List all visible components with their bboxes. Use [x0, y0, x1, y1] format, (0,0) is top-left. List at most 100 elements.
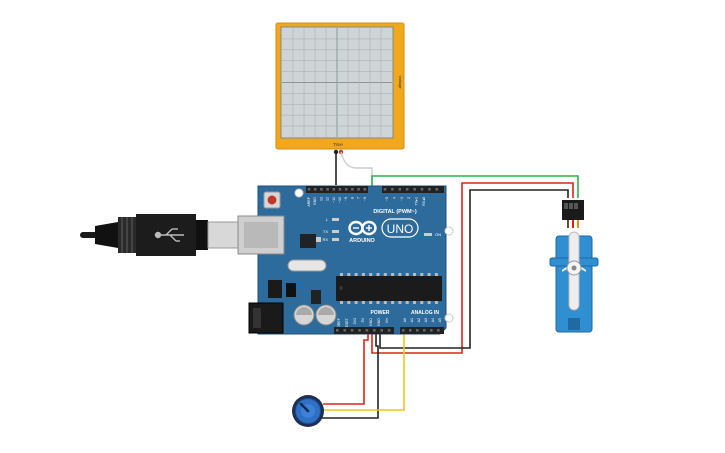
wire-red-pot-power[interactable] — [323, 333, 369, 405]
power-pin-label: RESET — [345, 317, 349, 330]
smd-component — [316, 237, 321, 242]
chip-notch — [339, 286, 343, 290]
pin-socket[interactable] — [437, 329, 440, 332]
dc-jack-slot — [253, 308, 261, 328]
servo-motor[interactable] — [549, 200, 599, 333]
pin-socket[interactable] — [313, 188, 317, 191]
pin-socket[interactable] — [373, 329, 376, 332]
reset-button-cap[interactable] — [267, 195, 277, 205]
pin-socket[interactable] — [402, 329, 405, 332]
oscilloscope[interactable]: Voltage Time — [275, 22, 405, 155]
chip-pin — [383, 273, 387, 276]
power-pin-label: GND — [377, 318, 381, 326]
chip-pin — [405, 273, 409, 276]
usb-grip-ridge — [131, 217, 133, 253]
analog-header[interactable] — [400, 327, 444, 334]
digital-pin-sockets — [307, 188, 439, 191]
chip-pin — [340, 273, 343, 276]
icsp-header[interactable] — [311, 290, 321, 304]
digital-pin-label: TX▸1 — [415, 197, 419, 205]
chip-pin — [398, 273, 402, 276]
mounting-hole — [444, 226, 454, 236]
wire-yellow-pot-signal[interactable] — [322, 333, 405, 411]
pin-socket[interactable] — [409, 329, 412, 332]
power-pin-label: 5V — [361, 317, 365, 322]
chip-pin — [369, 273, 373, 276]
pin-socket[interactable] — [307, 188, 311, 191]
servo-connector-pin — [574, 203, 578, 209]
led-rx — [332, 238, 339, 241]
chip-pin — [420, 273, 424, 276]
pin-socket[interactable] — [423, 329, 426, 332]
pin-socket[interactable] — [435, 188, 439, 191]
pin-socket[interactable] — [358, 329, 361, 332]
digital-pin-label: ~5 — [385, 197, 389, 201]
pin-socket[interactable] — [343, 329, 346, 332]
digital-pin-label: ~10 — [338, 197, 342, 203]
chip-pin — [354, 273, 358, 276]
pin-socket[interactable] — [344, 188, 348, 191]
power-header[interactable] — [334, 327, 394, 334]
pin-socket[interactable] — [416, 329, 419, 332]
pin-socket[interactable] — [391, 188, 394, 191]
potentiometer[interactable] — [292, 395, 324, 427]
atmega-chip — [336, 276, 442, 301]
pin-socket[interactable] — [365, 329, 369, 332]
pin-socket[interactable] — [320, 188, 323, 191]
pin-socket[interactable] — [387, 329, 391, 332]
pin-socket[interactable] — [430, 329, 433, 332]
digital-header-left[interactable] — [306, 186, 368, 193]
chip-pin — [369, 301, 373, 304]
pin-socket[interactable] — [326, 188, 329, 191]
chip-pin — [391, 273, 395, 276]
pin-socket[interactable] — [350, 329, 354, 332]
potentiometer-indicator — [299, 402, 310, 413]
arduino-logo-icon — [348, 220, 377, 236]
wire-black-pot-ground[interactable] — [318, 333, 379, 419]
chip-pin — [434, 301, 438, 304]
led-l-label: L — [326, 217, 329, 222]
pin-socket[interactable] — [332, 188, 336, 191]
pin-socket[interactable] — [357, 188, 360, 191]
analog-pin-label: A4 — [431, 318, 435, 322]
usb-plug-metal — [207, 221, 239, 249]
usb-cable-strain — [80, 232, 98, 238]
led-tx — [332, 230, 339, 233]
digital-pin-label: 12 — [326, 197, 330, 201]
wire-black-servo-ground[interactable] — [379, 189, 569, 349]
voltage-label: Voltage — [398, 75, 403, 89]
capacitor-top — [318, 307, 334, 315]
pin-socket[interactable] — [380, 329, 383, 332]
chip-pin — [361, 273, 365, 276]
power-pin-label: 3V3 — [353, 318, 357, 324]
wire-scope-signal[interactable] — [340, 151, 373, 185]
pin-socket[interactable] — [351, 188, 354, 191]
wire-green-servo-signal[interactable] — [371, 175, 579, 198]
pin-socket[interactable] — [413, 188, 416, 191]
pin-socket[interactable] — [383, 188, 387, 191]
chip-pin — [376, 273, 380, 276]
voltage-regulator — [268, 280, 282, 298]
crystal-oscillator — [287, 259, 327, 272]
led-on — [424, 233, 432, 236]
wire-red-servo-power[interactable] — [371, 182, 574, 354]
usb-chip — [300, 234, 316, 248]
usb-boot — [95, 222, 118, 248]
chip-pin — [413, 273, 416, 276]
pin-socket[interactable] — [336, 329, 339, 332]
pin-socket[interactable] — [420, 188, 424, 191]
pin-socket[interactable] — [428, 188, 431, 191]
digital-header-right[interactable] — [382, 186, 444, 193]
usb-port-inner — [244, 222, 278, 248]
pin-socket[interactable] — [398, 188, 402, 191]
pin-socket[interactable] — [338, 188, 342, 191]
pin-socket[interactable] — [363, 188, 367, 191]
analog-pin-label: A5 — [438, 318, 442, 322]
pin-socket[interactable] — [405, 188, 409, 191]
chip-pin — [427, 301, 431, 304]
